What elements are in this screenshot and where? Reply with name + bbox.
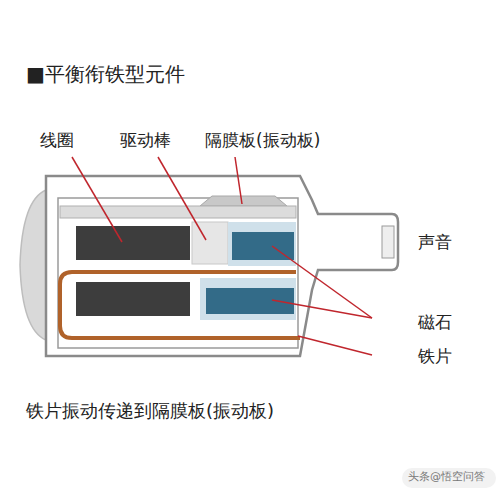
part-label: 铁片: [418, 346, 452, 366]
part-label: 声音: [418, 232, 452, 252]
diagram-caption: 铁片振动传递到隔膜板(振动板): [26, 400, 274, 422]
part-label: 磁石: [418, 312, 452, 332]
watermark: 头条@悟空问答: [408, 470, 485, 483]
part-label: 隔膜板(振动板): [205, 130, 320, 150]
diagram-title: ■平衡衔铁型元件: [26, 62, 185, 86]
part-label: 线圈: [40, 130, 74, 150]
part-label: 驱动棒: [120, 130, 171, 150]
